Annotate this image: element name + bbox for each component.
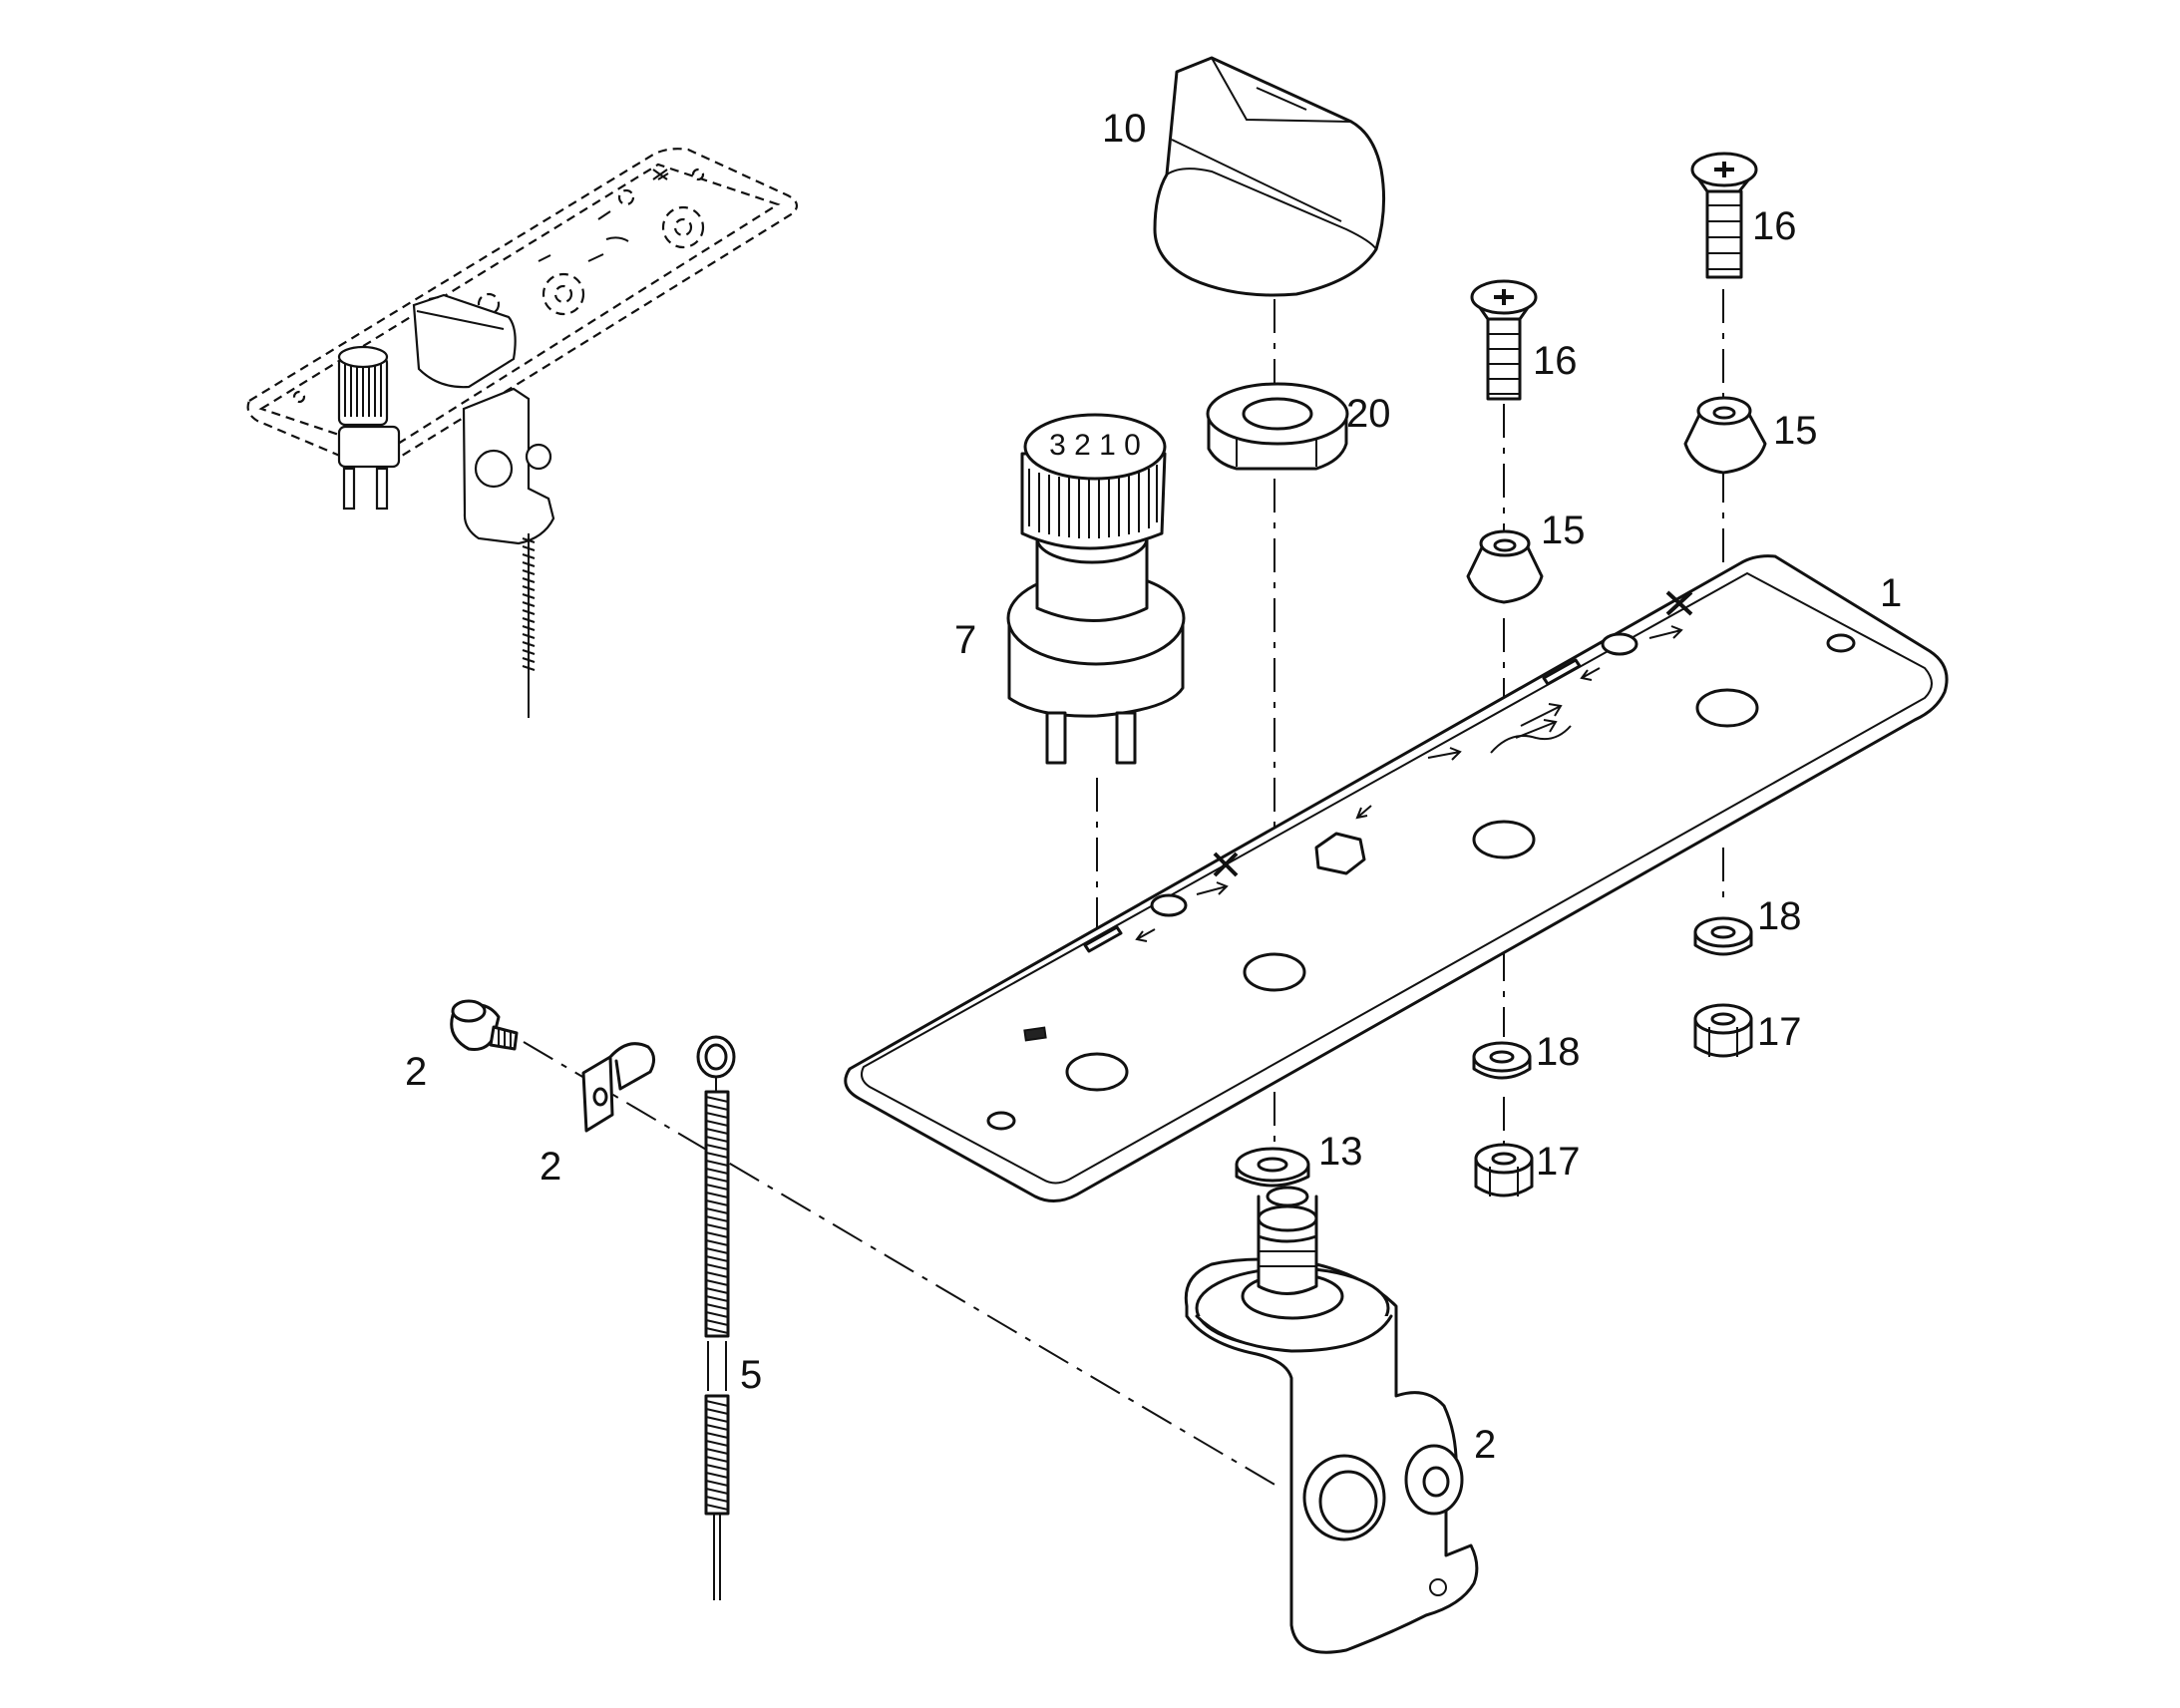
assembly-overview-inset: [246, 148, 799, 718]
callout-5: 5: [740, 1353, 762, 1397]
callout-10: 10: [1102, 107, 1147, 151]
control-cable: [696, 1035, 736, 1600]
callout-18-left: 18: [1536, 1030, 1581, 1074]
switch-panel-plate: [844, 554, 1949, 1202]
callout-15-right: 15: [1773, 409, 1818, 453]
mounting-bracket: [1184, 1186, 1479, 1654]
cable-clip: [581, 1042, 655, 1133]
callout-18-right: 18: [1757, 894, 1802, 938]
switch-position-marking: 3 2 1 0: [1049, 429, 1141, 462]
callout-labels: 10 16 16 20 15 15 1 7 18 17 18 13 17 2 2…: [405, 107, 1902, 1467]
callout-16-right: 16: [1752, 204, 1797, 248]
panel-outer-edge: [844, 554, 1949, 1202]
callout-13: 13: [1318, 1130, 1363, 1174]
callout-1: 1: [1880, 571, 1902, 615]
nut-17-left: [1474, 1143, 1534, 1197]
callout-2-clip: 2: [540, 1145, 561, 1189]
screw-16-right: [1690, 152, 1758, 279]
washer-13: [1235, 1147, 1310, 1188]
callout-17-left: 17: [1536, 1140, 1581, 1184]
callout-7: 7: [954, 618, 976, 662]
nut-17-right: [1693, 1003, 1753, 1058]
callout-2-bracket: 2: [1474, 1423, 1496, 1467]
callout-16-left: 16: [1533, 339, 1578, 383]
cup-washer-15-left: [1466, 529, 1544, 604]
hex-nut-large: [1206, 382, 1349, 471]
small-screw: [450, 999, 519, 1051]
washer-18-left: [1472, 1041, 1532, 1080]
ignition-switch: 3 2 1 0: [1006, 413, 1186, 765]
cup-washer-15-right: [1683, 396, 1767, 475]
callout-17-right: 17: [1757, 1010, 1802, 1054]
washer-18-right: [1693, 916, 1753, 956]
rotary-knob: [1153, 56, 1386, 297]
screw-16-left: [1470, 279, 1538, 401]
callout-20: 20: [1346, 392, 1391, 436]
callout-15-left: 15: [1541, 509, 1586, 552]
callout-2-screw: 2: [405, 1050, 427, 1094]
